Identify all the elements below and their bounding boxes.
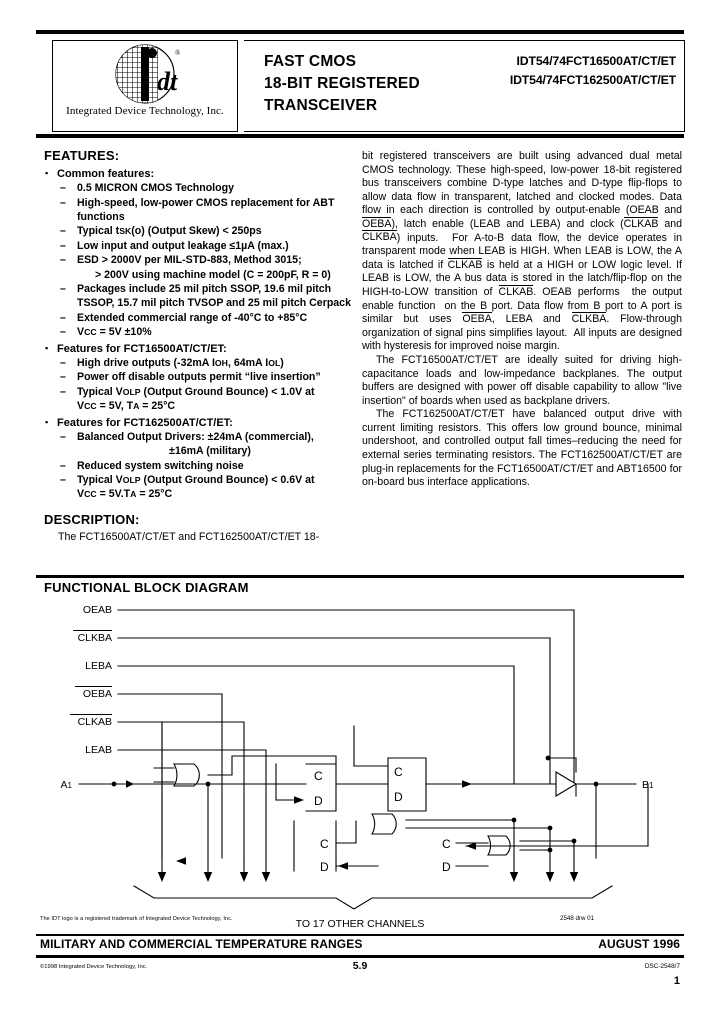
svg-text:C: C [314,769,323,783]
features-column: FEATURES: Common features: 0.5 MICRON CM… [44,148,354,544]
description-paragraph: The FCT162500AT/CT/ET have balanced outp… [362,408,682,489]
feature-item: Low input and output leakage ≤1µA (max.) [57,239,354,254]
signal-label-oeab: OEAB [83,604,112,616]
signal-label-leba: LEBA [85,660,112,672]
part-number-2: IDT54/74FCT162500AT/CT/ET [509,73,676,87]
description-column: bit registered transceivers are built us… [362,150,682,490]
description-paragraph: The FCT16500AT/CT/ET are ideally suited … [362,353,682,407]
idt-logo-icon: dt ® [115,44,181,104]
title-line-1: FAST CMOS [264,53,357,70]
feature-item: Power off disable outputs permit “live i… [57,370,354,385]
feature-group-fct16500: Features for FCT16500AT/CT/ET: High driv… [44,341,354,414]
description-paragraph: bit registered transceivers are built us… [362,150,683,353]
feature-item: Typical VOLP (Output Ground Bounce) < 1.… [57,385,354,414]
part-number-list: IDT54/74FCT16500AT/CT/ET IDT54/74FCT1625… [460,52,676,90]
title-line-3: TRANSCEIVER [264,97,378,114]
svg-text:C: C [442,837,451,851]
logo-caption: Integrated Device Technology, Inc. [66,105,224,117]
part-number-1: IDT54/74FCT16500AT/CT/ET [516,54,677,68]
block-diagram-rule [36,575,684,578]
features-list: Common features: 0.5 MICRON CMOS Technol… [44,166,354,502]
footer-rule-top [36,934,684,936]
feature-text: Typical tSK(o) (Output Skew) < 250ps [77,225,262,238]
feature-sublist-common: 0.5 MICRON CMOS Technology High-speed, l… [57,181,354,340]
description-first-line: The FCT16500AT/CT/ET and FCT162500AT/CT/… [58,530,320,543]
feature-text-cont: > 200V using machine model (C = 200pF, R… [95,268,331,281]
svg-text:D: D [394,790,403,804]
block-diagram-title: FUNCTIONAL BLOCK DIAGRAM [44,580,249,595]
feature-text-cont: VCC = 5V, TA = 25°C [77,400,176,413]
channels-note: TO 17 OTHER CHANNELS [295,918,425,930]
feature-text: ESD > 2000V per MIL-STD-883, Method 3015… [77,254,302,267]
feature-text: Typical VOLP (Output Ground Bounce) < 0.… [77,473,315,486]
title-line-2: 18-BIT REGISTERED [264,75,420,92]
functional-block-diagram: C D C D [36,596,684,916]
folio-number: 1 [673,975,680,987]
signal-label-leab: LEAB [85,744,112,756]
block-diagram-svg: C D C D [61,604,654,910]
feature-text-cont: VCC = 5V.TA = 25°C [77,488,173,501]
feature-item: High drive outputs (-32mA IOH, 64mA IOL) [57,356,354,371]
feature-item: Balanced Output Drivers: ±24mA (commerci… [57,430,354,459]
feature-group-label: Features for FCT16500AT/CT/ET: [57,342,227,355]
copyright-note: ©1998 Integrated Device Technology, Inc. [40,964,148,970]
header-rule-bottom [36,134,684,138]
feature-item: VCC = 5V ±10% [57,325,354,340]
signal-label-oeba: OEBA [83,688,112,700]
header-rule-top [36,30,684,34]
feature-item: Typical tSK(o) (Output Skew) < 250ps [57,224,354,239]
features-heading: FEATURES: [44,148,120,163]
feature-item: 0.5 MICRON CMOS Technology [57,181,354,196]
feature-text: VCC = 5V ±10% [77,326,152,339]
feature-sublist-fct16500: High drive outputs (-32mA IOH, 64mA IOL)… [57,356,354,414]
port-label-a: A1 [61,779,73,791]
svg-text:D: D [320,860,329,874]
feature-group-label: Features for FCT162500AT/CT/ET: [57,416,233,429]
feature-item: Typical VOLP (Output Ground Bounce) < 0.… [57,473,354,502]
feature-item: ESD > 2000V per MIL-STD-883, Method 3015… [57,253,354,282]
svg-text:D: D [442,860,451,874]
feature-text: Balanced Output Drivers: ±24mA (commerci… [77,430,314,443]
signal-label-clkba: CLKBA [78,632,112,644]
drawing-number: 2548 drw 01 [560,915,595,922]
svg-text:®: ® [175,49,181,57]
feature-group-fct162500: Features for FCT162500AT/CT/ET: Balanced… [44,414,354,502]
feature-item: High-speed, low-power CMOS replacement f… [57,196,354,225]
feature-text-cont: ±16mA (military) [169,445,251,458]
feature-item: Extended commercial range of -40°C to +8… [57,311,354,326]
feature-sublist-fct162500: Balanced Output Drivers: ±24mA (commerci… [57,430,354,502]
publication-date: AUGUST 1996 [598,937,680,951]
idt-logo-box: dt ® Integrated Device Technology, Inc. [52,40,238,132]
feature-item: Packages include 25 mil pitch SSOP, 19.6… [57,282,354,311]
document-title: FAST CMOS 18-BIT REGISTERED TRANSCEIVER [264,51,474,117]
svg-text:C: C [394,765,403,779]
signal-label-clkab: CLKAB [78,716,112,728]
port-label-b: B1 [642,779,654,791]
dsc-number: DSC-2548/7 [644,963,680,970]
temperature-range-line: MILITARY AND COMMERCIAL TEMPERATURE RANG… [40,937,363,951]
feature-group-label: Common features: [57,168,155,180]
feature-text: High drive outputs (-32mA IOH, 64mA IOL) [77,356,284,369]
trademark-note: The IDT logo is a registered trademark o… [40,916,233,922]
feature-item: Reduced system switching noise [57,459,354,474]
page-number: 5.9 [352,960,368,972]
svg-text:C: C [320,837,329,851]
feature-text: Typical VOLP (Output Ground Bounce) < 1.… [77,385,315,398]
svg-text:dt: dt [157,67,178,96]
footer-rule-bottom [36,955,684,958]
description-heading: DESCRIPTION: [44,511,140,527]
feature-group-common: Common features: 0.5 MICRON CMOS Technol… [44,166,354,340]
svg-text:D: D [314,794,323,808]
title-box: FAST CMOS 18-BIT REGISTERED TRANSCEIVER … [244,40,685,132]
